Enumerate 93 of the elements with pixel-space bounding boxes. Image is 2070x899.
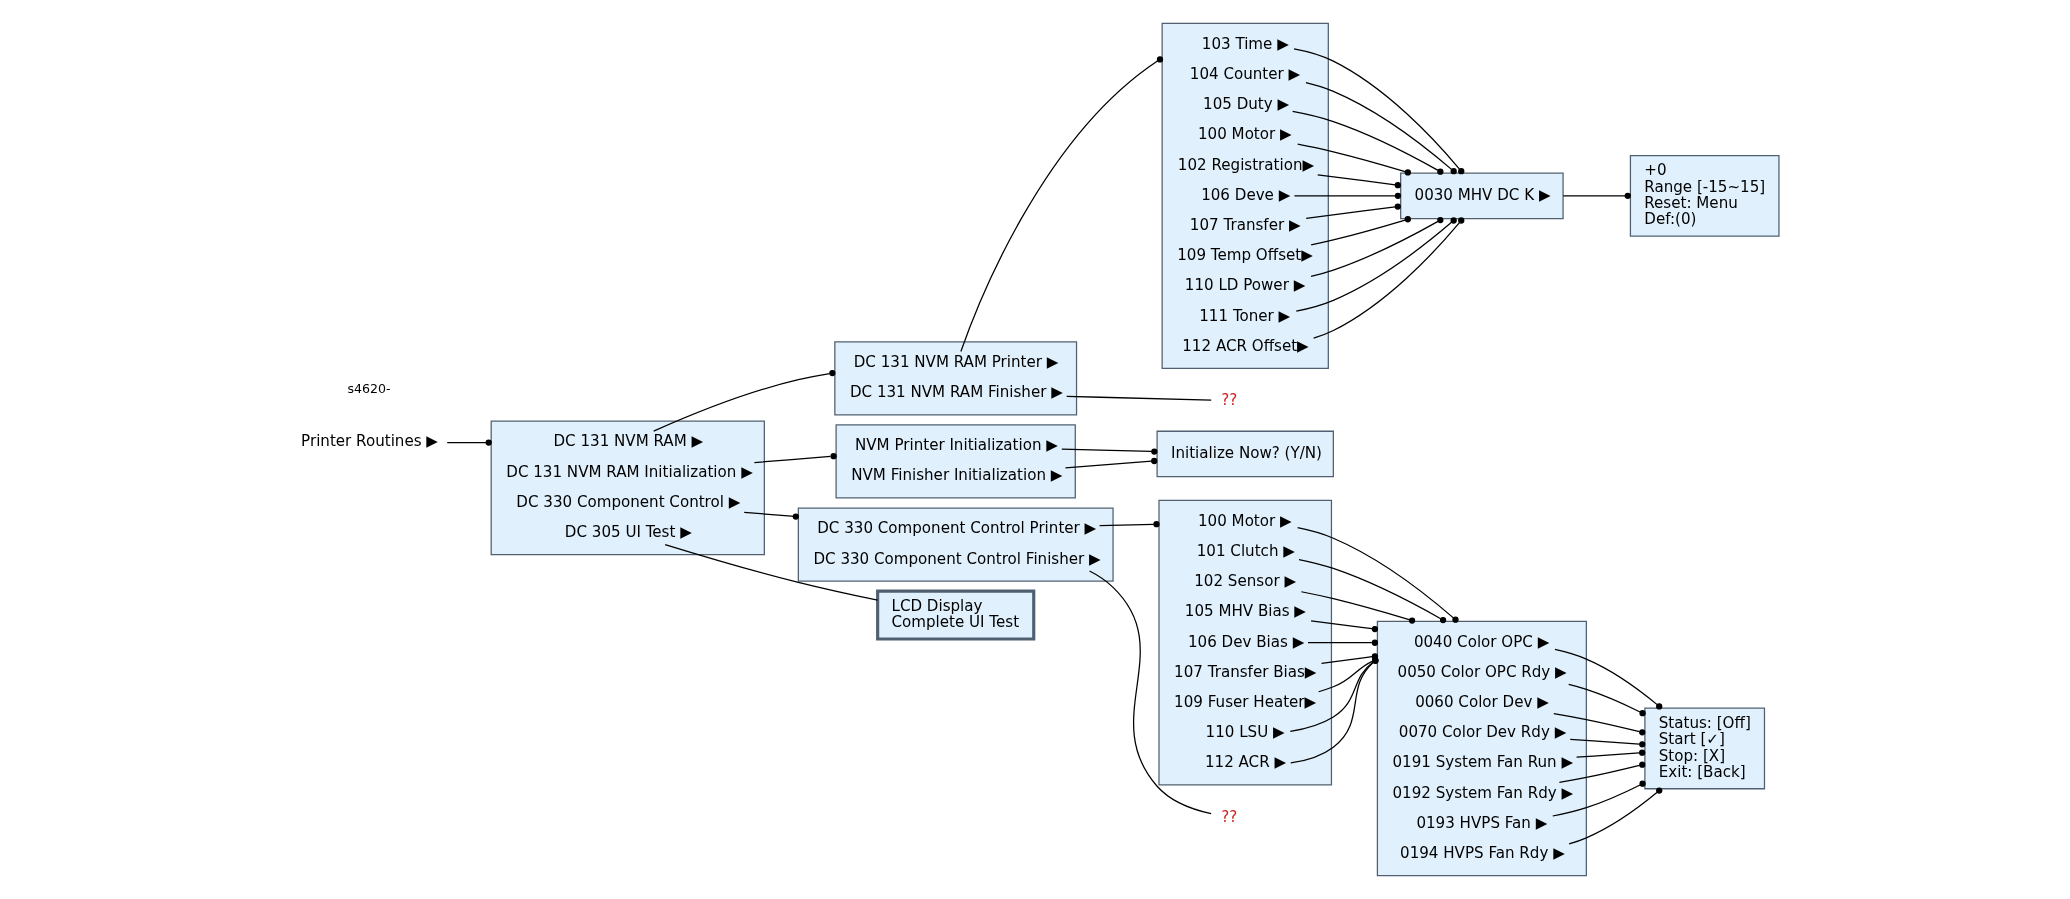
node-text: DC 330 Component Control Printer ▶: [817, 519, 1097, 538]
node-text: 101 Clutch ▶: [1196, 542, 1295, 560]
label: s4620-: [347, 380, 391, 396]
node-text: 102 Registration▶: [1177, 155, 1315, 174]
connector: [1307, 639, 1379, 646]
node-text: 107 Transfer Bias▶: [1174, 662, 1317, 681]
node-text: 105 Duty ▶: [1203, 95, 1290, 114]
connector: [1297, 143, 1411, 176]
connector: [1298, 558, 1447, 624]
node-text: DC 131 NVM RAM Initialization ▶: [506, 462, 753, 481]
connector: [1317, 174, 1401, 189]
connector: [1313, 217, 1465, 339]
node-text: 100 Motor ▶: [1198, 511, 1292, 530]
connector: [1305, 82, 1457, 175]
node-text: 0191 System Fan Run ▶: [1392, 753, 1574, 772]
connector: [1310, 216, 1444, 278]
connector: [1061, 448, 1158, 455]
node-text: 102 Sensor ▶: [1194, 572, 1297, 591]
connector: [1295, 217, 1457, 312]
node-text: 111 Toner ▶: [1199, 306, 1291, 325]
node-text: DC 330 Component Control Finisher ▶: [813, 549, 1101, 568]
node-text: ??: [1221, 390, 1238, 409]
connector: [1088, 570, 1212, 815]
node-text: 110 LSU ▶: [1205, 723, 1285, 742]
node-text: 100 Motor ▶: [1198, 125, 1292, 144]
node-box: 0030 MHV DC K ▶: [1400, 172, 1564, 220]
cluster: [834, 341, 1078, 416]
node-text: 105 MHV Bias ▶: [1184, 602, 1306, 621]
node-text: DC 131 NVM RAM Printer ▶: [853, 353, 1059, 372]
node-text: 0193 HVPS Fan ▶: [1416, 813, 1548, 832]
node-text: 0050 Color OPC Rdy ▶: [1397, 662, 1567, 681]
node-box: LCD Display Complete UI Test: [876, 589, 1036, 641]
connector: [1568, 787, 1663, 845]
cluster: [490, 420, 765, 556]
node-text: 0060 Color Dev ▶: [1415, 693, 1549, 712]
connector: [664, 543, 879, 601]
node-text: ??: [1221, 807, 1238, 826]
node-text: 106 Dev Bias ▶: [1187, 632, 1305, 651]
connector: [653, 369, 836, 432]
node-box: Initialize Now? (Y/N): [1156, 430, 1334, 478]
connector: [1569, 738, 1646, 748]
connector: [1554, 648, 1663, 710]
connector: [743, 511, 799, 520]
connector: [1300, 591, 1416, 624]
node-text: 106 Deve ▶: [1201, 185, 1291, 204]
connector: [960, 56, 1164, 353]
connector: [1553, 712, 1646, 736]
cluster: [1161, 22, 1329, 369]
connector: [1293, 48, 1465, 175]
connector: [1552, 780, 1646, 817]
node-text: 0192 System Fan Rdy ▶: [1392, 783, 1574, 802]
connector: [446, 439, 492, 446]
node-text: 110 LD Power ▶: [1184, 276, 1306, 295]
connector: [1066, 395, 1212, 401]
node-text: DC 131 NVM RAM Finisher ▶: [849, 383, 1063, 402]
node-text: Printer Routines ▶: [301, 432, 438, 451]
node-text: 104 Counter ▶: [1189, 64, 1301, 83]
node-text: NVM Printer Initialization ▶: [854, 436, 1058, 455]
node-text: 0040 Color OPC ▶: [1413, 632, 1550, 651]
connector: [1568, 683, 1646, 717]
node-text: 0070 Color Dev Rdy ▶: [1398, 723, 1567, 742]
connector: [1064, 457, 1158, 469]
node-text: DC 305 UI Test ▶: [564, 523, 692, 542]
connector: [1310, 216, 1411, 246]
cluster: [1376, 620, 1587, 877]
node-box: +0 Range [-15~15] Reset: Menu Def:(0): [1629, 154, 1780, 237]
connector: [1318, 656, 1379, 693]
node-text: DC 330 Component Control ▶: [516, 492, 741, 511]
node-text: 109 Fuser Heater▶: [1174, 693, 1317, 712]
node-text: 109 Temp Offset▶: [1177, 246, 1313, 265]
node-text: 107 Transfer ▶: [1189, 215, 1301, 234]
connector: [1289, 657, 1379, 732]
node-text: 103 Time ▶: [1201, 34, 1289, 53]
node-text: DC 131 NVM RAM ▶: [553, 432, 704, 451]
node-text: 112 ACR Offset▶: [1182, 336, 1309, 355]
node-box: Status: [Off] Start [✓] Stop: [X] Exit: [Back]: [1644, 707, 1766, 790]
connector: [1575, 749, 1646, 758]
connector: [1558, 761, 1646, 784]
cluster: [1158, 499, 1333, 786]
connector: [1099, 521, 1160, 528]
node-text: 0194 HVPS Fan Rdy ▶: [1400, 844, 1565, 863]
connector: [1293, 192, 1402, 199]
node-text: NVM Finisher Initialization ▶: [851, 466, 1063, 485]
connector: [1292, 110, 1444, 175]
connector: [1297, 527, 1459, 623]
connector: [753, 453, 837, 464]
node-text: 112 ACR ▶: [1204, 753, 1287, 772]
cluster: [835, 424, 1076, 499]
cluster: [797, 507, 1114, 582]
connector: [1290, 657, 1379, 764]
connector: [1305, 203, 1401, 219]
connector: [1562, 192, 1631, 199]
connector: [1310, 620, 1379, 633]
